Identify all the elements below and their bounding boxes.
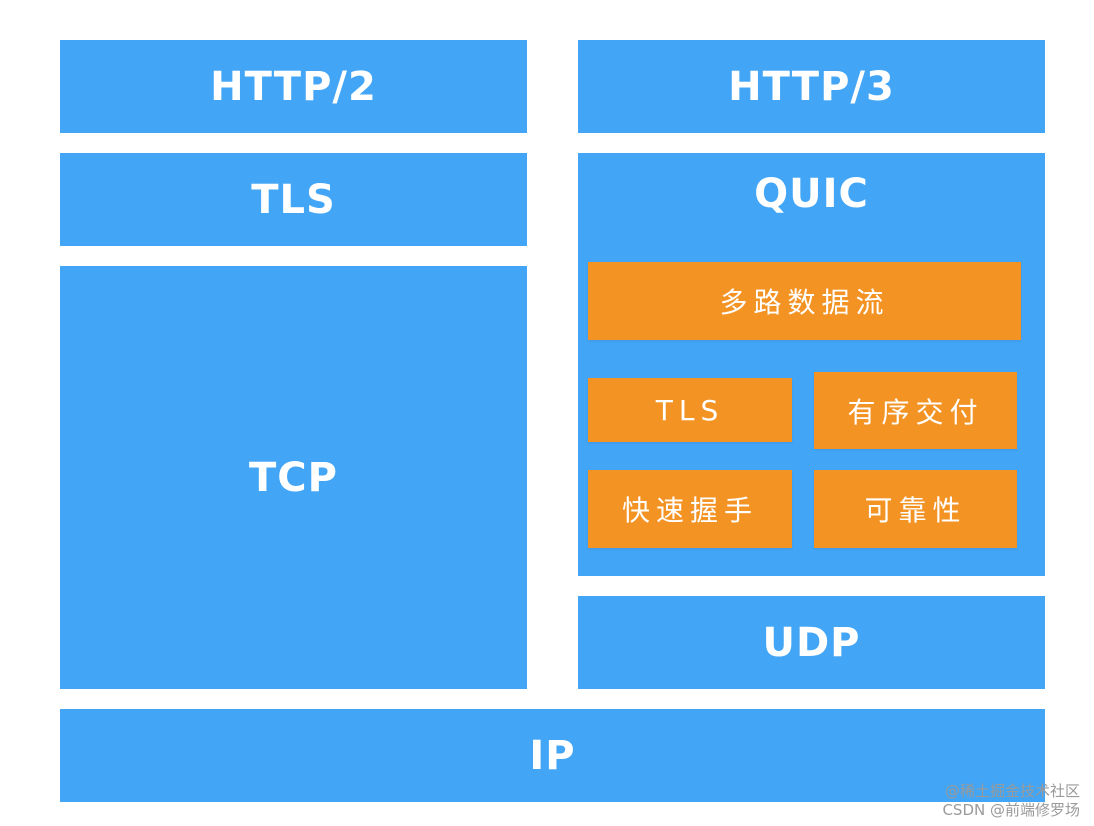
udp-label: UDP — [762, 619, 861, 666]
multiplexed-streams-box: 多路数据流 — [588, 262, 1021, 340]
watermark-line-2: CSDN @前端修罗场 — [942, 801, 1080, 819]
quic-layer: QUIC 多路数据流 TLS 有序交付 快速握手 可靠性 — [578, 153, 1045, 576]
tls-label: TLS — [251, 176, 336, 223]
ordered-delivery-box: 有序交付 — [814, 372, 1017, 449]
fast-handshake-label: 快速握手 — [621, 494, 758, 527]
ordered-delivery-label: 有序交付 — [847, 395, 984, 429]
tls-layer: TLS — [60, 153, 527, 246]
tcp-layer: TCP — [60, 266, 527, 689]
http2-layer: HTTP/2 — [60, 40, 527, 133]
http2-label: HTTP/2 — [210, 63, 377, 110]
ip-label: IP — [529, 732, 576, 779]
quic-tls-label: TLS — [655, 393, 725, 427]
http3-label: HTTP/3 — [728, 63, 895, 110]
ip-layer: IP — [60, 709, 1045, 802]
http3-layer: HTTP/3 — [578, 40, 1045, 133]
quic-tls-box: TLS — [588, 378, 792, 442]
watermark-line-1: @稀土掘金技术社区 — [944, 782, 1080, 800]
reliability-box: 可靠性 — [814, 470, 1017, 548]
udp-layer: UDP — [578, 596, 1045, 689]
quic-title: QUIC — [754, 171, 869, 217]
tcp-label: TCP — [249, 454, 338, 501]
fast-handshake-box: 快速握手 — [588, 470, 792, 548]
multiplexed-streams-label: 多路数据流 — [719, 286, 890, 319]
reliability-label: 可靠性 — [864, 494, 967, 527]
watermark: @稀土掘金技术社区 CSDN @前端修罗场 — [942, 782, 1080, 820]
